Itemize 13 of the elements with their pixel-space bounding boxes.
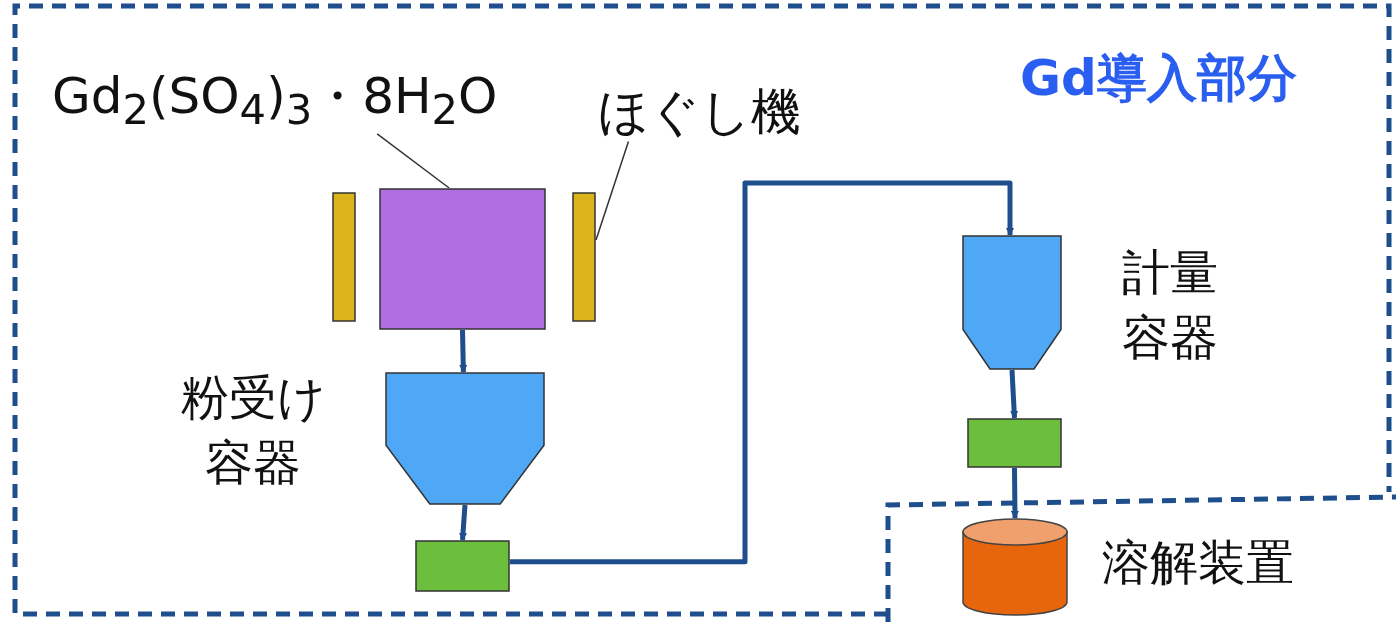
equipment-label: 溶解装置 — [1102, 535, 1294, 591]
pipe-arrow — [1009, 369, 1019, 419]
part-label: ほぐし機 — [598, 84, 801, 142]
region-title: Gd導入部分 — [1020, 50, 1297, 108]
equipment-label: 計量容器 — [1121, 243, 1219, 367]
part-label: Gd$_{2}$(SO$_{4}$)$_{3}$・8H$_{2}$O — [52, 68, 498, 134]
pipe-arrow — [459, 504, 468, 541]
pipe-arrow — [1010, 467, 1019, 519]
pipe-arrow — [459, 329, 468, 373]
leader-line — [376, 133, 450, 189]
equipment-label: 粉受け容器 — [179, 368, 327, 492]
pipe-arrow — [510, 180, 1014, 565]
leader-line — [595, 140, 630, 241]
